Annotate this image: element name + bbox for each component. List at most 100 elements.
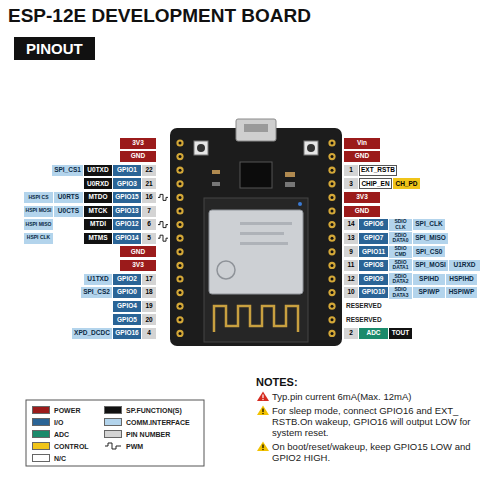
header-pad <box>328 262 335 269</box>
header-hole <box>331 278 334 281</box>
header-hole <box>331 264 334 267</box>
legend-text: SP.FUNCTION(S) <box>126 407 182 414</box>
pin-name: MTCK <box>89 208 108 215</box>
pin-function-box: GPIO9 <box>359 274 388 285</box>
pin-function-box: SDIO CLK <box>389 219 412 231</box>
pin-name: SPI_CLK <box>415 221 442 228</box>
pin-name: GPIO6 <box>364 221 384 228</box>
header-hole <box>179 196 182 199</box>
legend-text: N/C <box>54 455 66 462</box>
pin-function-box: GPIO7 <box>359 233 388 244</box>
pin-name: GPIO12 <box>115 221 138 228</box>
pin-name: SPIHD <box>419 276 439 283</box>
pin-name: U0CTS <box>58 208 79 215</box>
power-pin-box: 3V3 <box>120 260 156 271</box>
header-pad <box>328 316 335 323</box>
pin-function-box: GPIO0 <box>113 287 141 298</box>
pin-name: TOUT <box>392 330 410 337</box>
pin-number-box: 13 <box>344 233 358 244</box>
header-pad <box>176 221 183 228</box>
pin-function-box: ADC <box>359 328 388 339</box>
pin-function-box: SPI_CS1 <box>52 165 83 176</box>
header-pad <box>176 235 183 242</box>
power-pin-box: GND <box>344 151 380 162</box>
header-hole <box>331 223 334 226</box>
pin-number: 4 <box>147 330 151 337</box>
header-pad <box>328 139 335 146</box>
header-hole <box>331 196 334 199</box>
header-pad <box>328 153 335 160</box>
pin-function-box: HSPIHD <box>446 274 477 285</box>
pin-function-box: SDIO DATA1 <box>389 259 412 271</box>
note: Typ.pin current 6mA(Max. 12mA) <box>272 391 496 402</box>
shield-marking <box>240 242 288 245</box>
pin-function-box: U1TXD <box>84 274 112 285</box>
pin-function-box: TOUT <box>389 328 412 339</box>
pwm-symbol <box>105 443 121 449</box>
pin-function-box: GPIO4 <box>113 301 141 312</box>
pin-function-box: U0TXD <box>84 165 112 176</box>
pin-number: 2 <box>349 330 353 337</box>
header-pad <box>176 262 183 269</box>
pin-function-box: GPIO6 <box>359 219 388 230</box>
pin-name: HSPI CLK <box>27 235 50 240</box>
pcb <box>170 128 342 346</box>
header-pad <box>328 167 335 174</box>
note-text: On boot/reset/wakeup, keep GPIO15 LOW an… <box>272 441 471 463</box>
pin-function-box: GPIO14 <box>113 233 141 244</box>
pin-name: SDIO DATA0 <box>389 233 412 244</box>
legend-swatch <box>32 430 50 438</box>
pin-function-box: U0RTS <box>54 192 83 203</box>
smd-part <box>212 182 220 186</box>
legend-swatch <box>104 418 122 426</box>
pin-number-box: 14 <box>344 219 358 230</box>
power-pin-box: GND <box>120 151 156 162</box>
pin-name: HSPIWP <box>449 289 475 296</box>
smd-part <box>285 172 295 177</box>
pin-function-box: SPI_CLK <box>413 219 445 230</box>
shield-marking <box>240 232 284 235</box>
pin-number-box: 17 <box>142 274 156 285</box>
pin-number: 22 <box>145 167 152 174</box>
pin-number-box: 4 <box>142 328 156 339</box>
header-hole <box>179 155 182 158</box>
pin-number: 20 <box>145 317 152 324</box>
pin-name: GND <box>131 153 145 160</box>
pin-function-box: HSPI CS <box>24 192 53 203</box>
pin-name: GPIO13 <box>115 208 138 215</box>
pin-name: MTDO <box>88 194 107 201</box>
legend-item: I/O <box>32 417 63 427</box>
pin-number: 9 <box>349 249 353 256</box>
pin-name: SDIO DATA2 <box>389 274 412 285</box>
smd-part <box>285 182 295 187</box>
pin-number: 16 <box>145 194 152 201</box>
pin-function-box: GPIO12 <box>113 219 141 230</box>
pin-function-box: HSPI MOSI <box>24 206 53 217</box>
pin-number-box: 11 <box>344 260 358 271</box>
pin-number-box: 1 <box>344 165 358 176</box>
header-pad <box>176 153 183 160</box>
pin-number-box: 10 <box>344 287 358 298</box>
pin-function-box: SPIHD <box>413 274 445 285</box>
pin-function-box: SDIO DATA0 <box>389 232 412 244</box>
pin-name: 3V3 <box>356 194 368 201</box>
pin-name: GPIO14 <box>115 235 138 242</box>
legend-item: POWER <box>32 405 80 415</box>
pin-name: SDIO DATA3 <box>389 287 412 298</box>
legend-text: COMM.INTERFACE <box>126 419 190 426</box>
pin-number-box: 22 <box>142 165 156 176</box>
header-hole <box>179 291 182 294</box>
pin-function-box: HSPI CLK <box>24 233 53 244</box>
pin-name: HSPI MOSI <box>26 208 52 213</box>
pin-name: SPI_CS1 <box>54 167 81 174</box>
pin-number-box: 3 <box>344 178 358 189</box>
pin-function-box: MTCK <box>84 206 112 217</box>
legend-item: PIN NUMBER <box>104 429 170 439</box>
pin-name: RESERVED <box>346 303 382 310</box>
legend-text: I/O <box>54 419 63 426</box>
pin-name: SPI_CS0 <box>416 249 443 256</box>
pin-function-box: SPI_CS2 <box>81 287 112 298</box>
legend-item: CONTROL <box>32 441 89 451</box>
button-cap <box>307 144 315 152</box>
warning-mark <box>262 399 263 400</box>
